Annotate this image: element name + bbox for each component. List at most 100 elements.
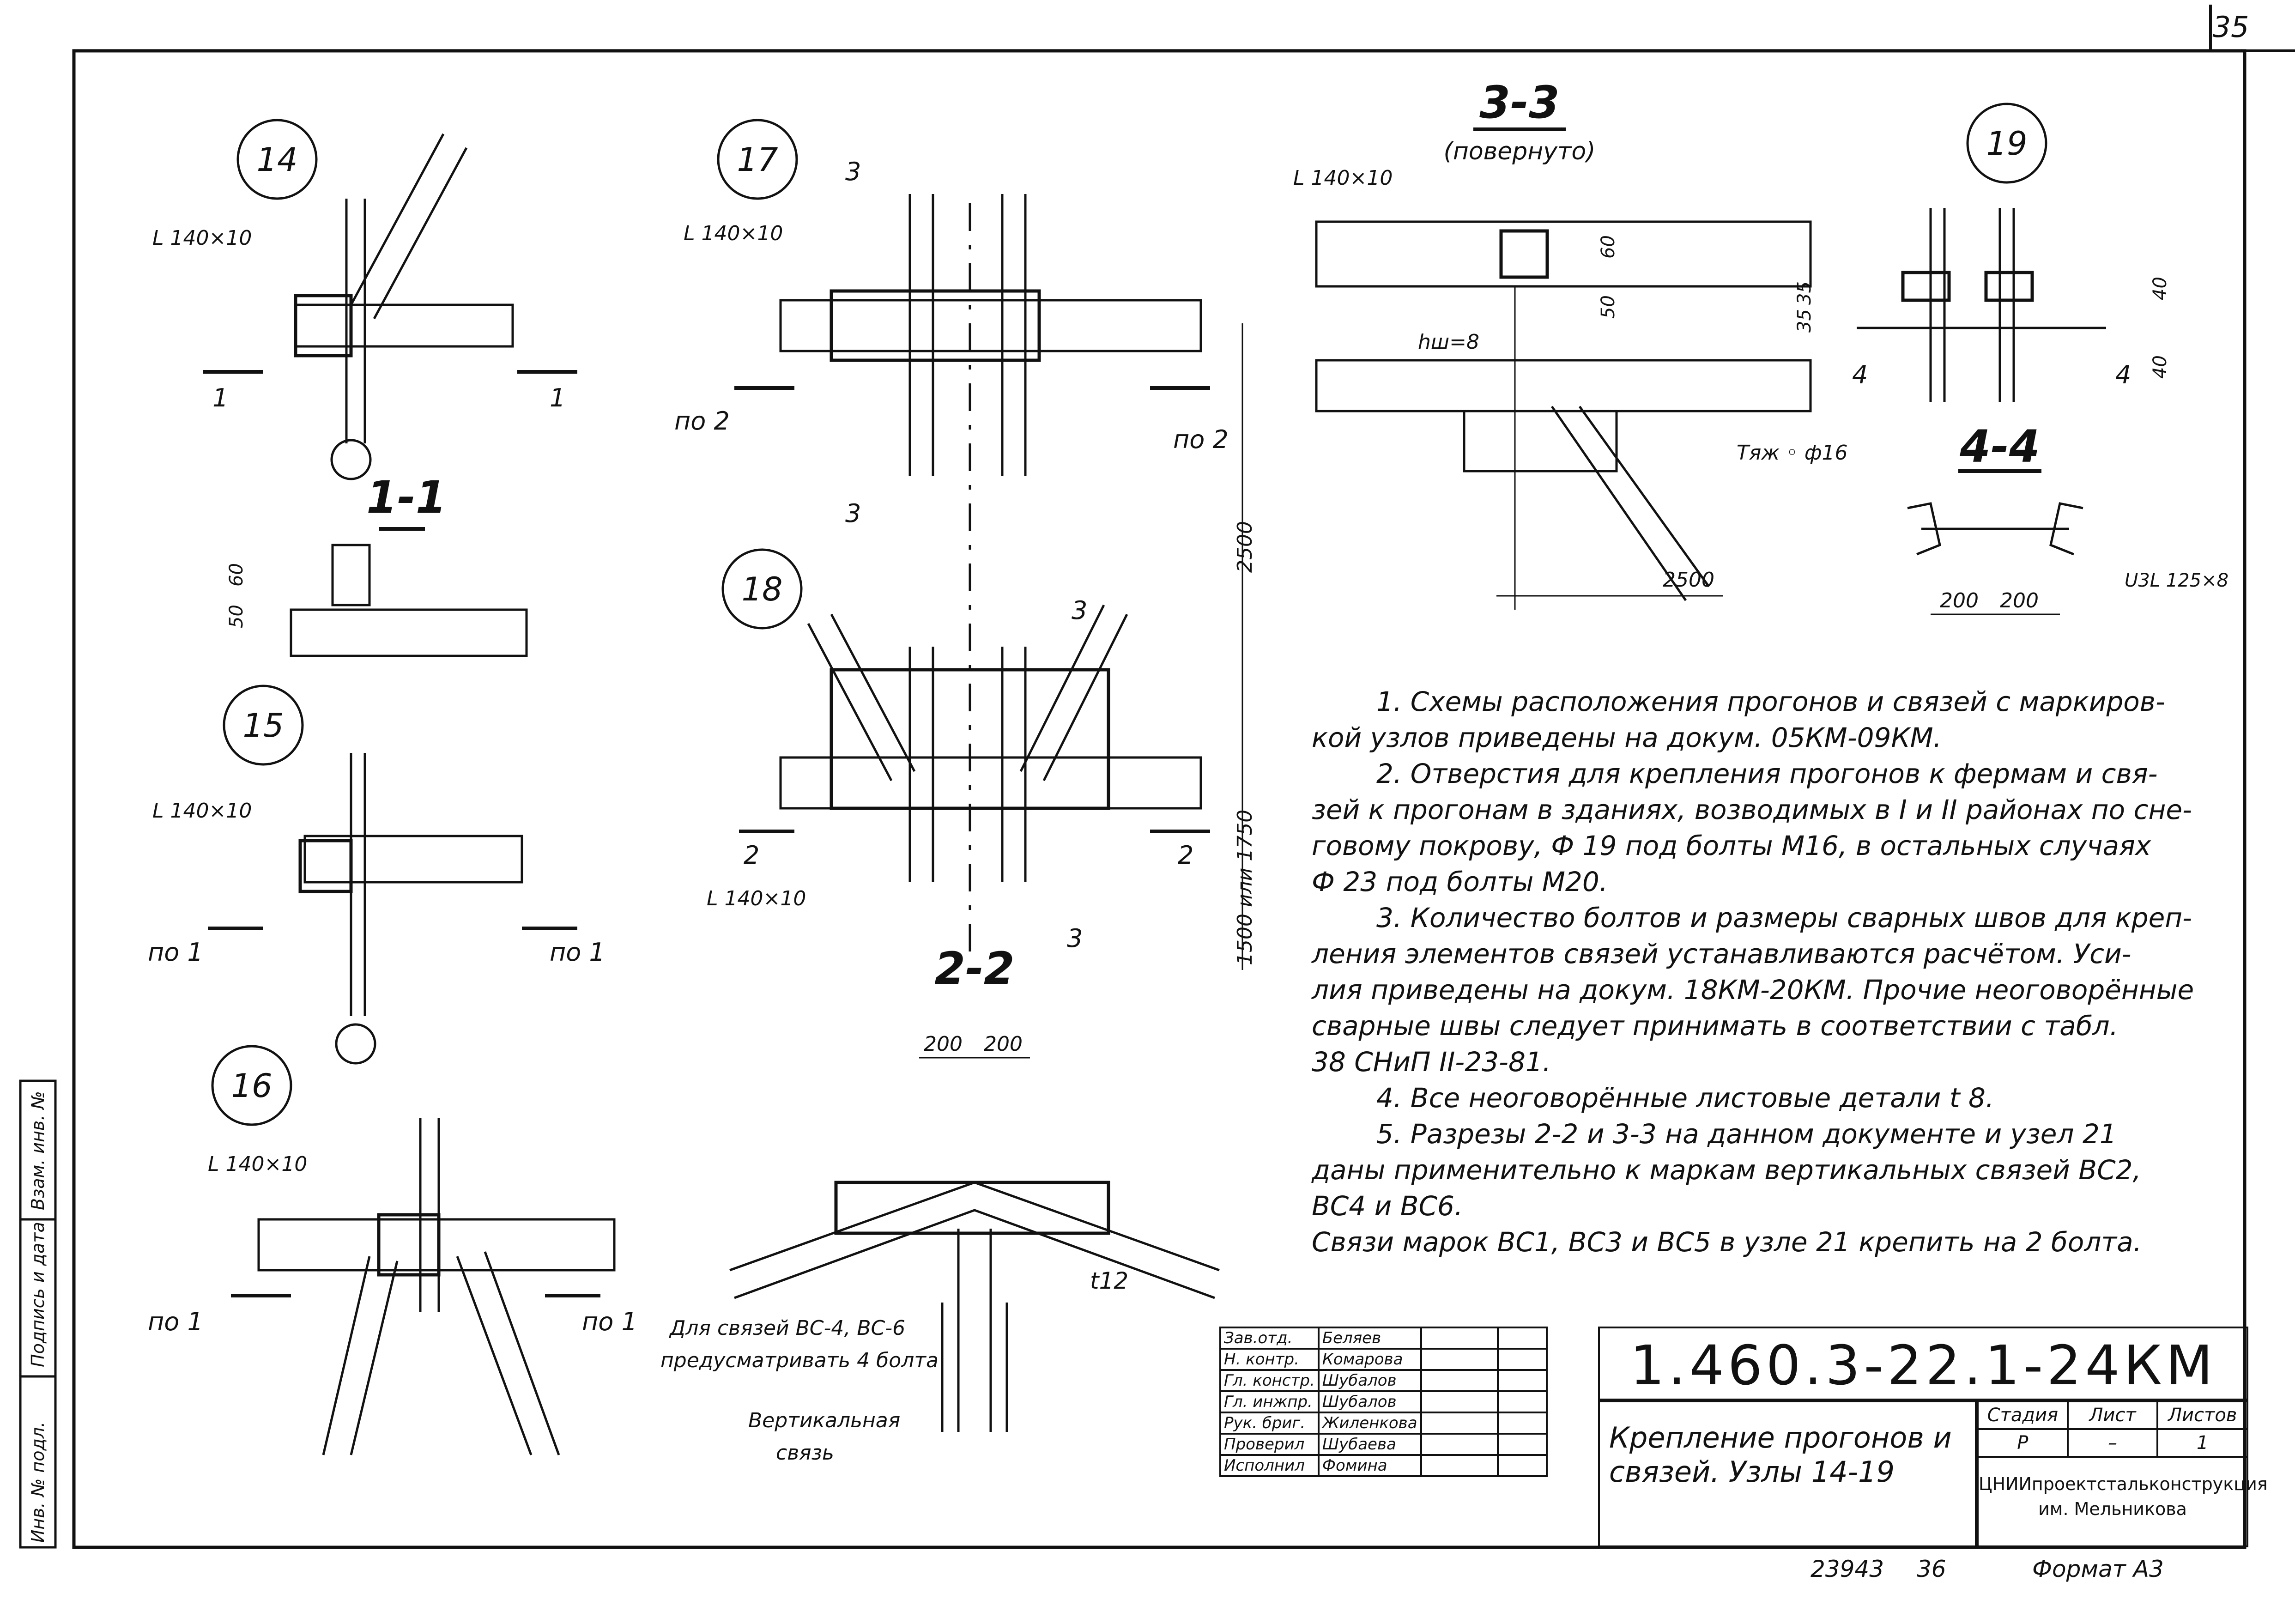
mark-po2-left: по 2 [674, 406, 730, 436]
name-cell: Шубаева [1317, 1433, 1422, 1456]
dim-200-left-44: 200 [1940, 589, 1979, 612]
date-cell [1496, 1327, 1548, 1350]
node-15-label: 15 [242, 707, 284, 745]
role-cell: Гл. констр. [1219, 1369, 1320, 1392]
note-line: кой узлов приведены на докум. 05КМ-09КМ. [1312, 722, 1942, 753]
section-44-title: 4-4 [1959, 421, 2040, 473]
section-22-title: 2-2 [934, 943, 1014, 994]
dim-35-upper: 35 [1794, 281, 1815, 305]
dim-1500-vertical: 1500 или 1750 [1233, 810, 1257, 965]
mark-po1-left-15: по 1 [148, 938, 203, 967]
role-cell: Рук. бриг. [1219, 1412, 1320, 1435]
table-row: Исполнил Фомина [1219, 1454, 1548, 1477]
note-line: 4. Все неоговорённые листовые детали t 8… [1376, 1082, 1994, 1114]
table-row: Рук. бриг. Жиленкова [1219, 1412, 1548, 1435]
angle-label-33: L 140×10 [1293, 166, 1393, 190]
document-title: Крепление прогонов и связей. Узлы 14-19 [1598, 1400, 1977, 1547]
date-cell [1496, 1454, 1548, 1477]
mark-3-top: 3 [845, 157, 861, 186]
node-16-label: 16 [231, 1067, 272, 1105]
stage-value: Р [1979, 1430, 2069, 1456]
dim-50-11: 50 [226, 605, 247, 628]
mark-3-bottom-18: 3 [1067, 924, 1083, 953]
node-14-label: 14 [256, 141, 297, 179]
side-inv-label: Инв. № подл. [28, 1422, 48, 1543]
node-14-circle [236, 119, 318, 200]
date-cell [1496, 1433, 1548, 1456]
mark-2-left: 2 [744, 841, 759, 870]
table-row: Гл. констр. Шубалов [1219, 1369, 1548, 1392]
dim-2500-vertical: 2500 [1233, 521, 1257, 573]
mark-po1-right-16: по 1 [582, 1307, 637, 1336]
angle-label-15: L 140×10 [152, 799, 252, 823]
table-row: Проверил Шубаева [1219, 1433, 1548, 1456]
node-16-circle [211, 1045, 292, 1126]
stage-header: Стадия [1979, 1402, 2069, 1428]
mark-3-top-18: 3 [1072, 596, 1087, 625]
note-line: 1. Схемы расположения прогонов и связей … [1376, 686, 2165, 717]
dim-200-right-44: 200 [2000, 589, 2039, 612]
name-cell: Жиленкова [1317, 1412, 1422, 1435]
vertical-brace-label-1: Вертикальная [748, 1409, 900, 1432]
stage-block: Стадия Лист Листов Р – 1 ЦНИИпроектсталь… [1977, 1400, 2268, 1547]
date-cell [1496, 1390, 1548, 1413]
signature-table: Зав.отд. Беляев Н. контр. Комарова Гл. к… [1219, 1327, 1548, 1477]
name-cell: Шубалов [1317, 1369, 1422, 1392]
role-cell: Исполнил [1219, 1454, 1320, 1477]
node-19-circle [1966, 103, 2047, 184]
note-line: ВС4 и ВС6. [1312, 1190, 1463, 1222]
organization-name: ЦНИИпроектстальконструкция [1979, 1474, 2268, 1494]
angle-label-14: L 140×10 [152, 226, 252, 250]
signature-cell [1420, 1348, 1499, 1371]
role-cell: Зав.отд. [1219, 1327, 1320, 1350]
stage-header-row: Стадия Лист Листов [1979, 1402, 2247, 1430]
sheets-value: 1 [2196, 1432, 2209, 1454]
dim-40-upper: 40 [2150, 277, 2171, 300]
table-row: Гл. инжпр. Шубалов [1219, 1390, 1548, 1413]
node-15-circle [223, 685, 304, 766]
note-line: 3. Количество болтов и размеры сварных ш… [1376, 902, 2192, 933]
mark-po1-left-16: по 1 [148, 1307, 203, 1336]
sheet-frame [72, 49, 2247, 1549]
dim-2500-horizontal: 2500 [1663, 568, 1714, 592]
node-19-label: 19 [1986, 125, 2027, 163]
dim-60-11: 60 [226, 563, 247, 587]
note-line: сварные швы следует принимать в соответс… [1312, 1010, 2119, 1042]
general-notes: 1. Схемы расположения прогонов и связей … [1312, 684, 2235, 1260]
angle-label-17: L 140×10 [684, 222, 783, 245]
stage-value-row: Р – 1 [1979, 1430, 2247, 1458]
signature-cell [1420, 1327, 1499, 1350]
note-line: даны применительно к маркам вертикальных… [1312, 1154, 2141, 1186]
role-cell: Проверил [1219, 1433, 1320, 1456]
mark-2-right: 2 [1178, 841, 1193, 870]
note-vc-line1: Для связей ВС-4, ВС-6 [669, 1316, 905, 1340]
mark-3-bottom: 3 [845, 499, 861, 528]
dim-60-33: 60 [1598, 235, 1619, 259]
dim-200-left-22: 200 [924, 1032, 963, 1056]
side-replace-label: Взам. инв. № [28, 1091, 48, 1210]
mark-4-left: 4 [1852, 360, 1868, 389]
note-line: 5. Разрезы 2-2 и 3-3 на данном документе… [1376, 1118, 2117, 1150]
section-33-note: (повернуто) [1444, 138, 1596, 165]
name-cell: Фомина [1317, 1454, 1422, 1477]
inventory-number: 23943 [1811, 1556, 1884, 1582]
organization: ЦНИИпроектстальконструкция им. Мельников… [1979, 1458, 2268, 1521]
note-line: Связи марок ВС1, ВС3 и ВС5 в узле 21 кре… [1312, 1226, 2142, 1258]
signature-cell [1420, 1369, 1499, 1392]
note-vc-line2: предусматривать 4 болта [660, 1349, 939, 1372]
dim-35-lower: 35 [1794, 309, 1815, 333]
dim-200-right-22: 200 [984, 1032, 1023, 1056]
organization-subname: им. Мельникова [2038, 1499, 2187, 1519]
signature-cell [1420, 1454, 1499, 1477]
note-line: говому покрову, Ф 19 под болты М16, в ос… [1312, 830, 2151, 861]
date-cell [1496, 1369, 1548, 1392]
role-cell: Гл. инжпр. [1219, 1390, 1320, 1413]
node-18-label: 18 [741, 570, 782, 608]
inventory-suffix: 36 [1917, 1556, 1946, 1582]
name-cell: Комарова [1317, 1348, 1422, 1371]
mark-po1-right-15: по 1 [550, 938, 605, 967]
date-cell [1496, 1412, 1548, 1435]
node-17-circle [717, 119, 798, 200]
note-line: лия приведены на докум. 18КМ-20КМ. Прочи… [1312, 974, 2194, 1006]
